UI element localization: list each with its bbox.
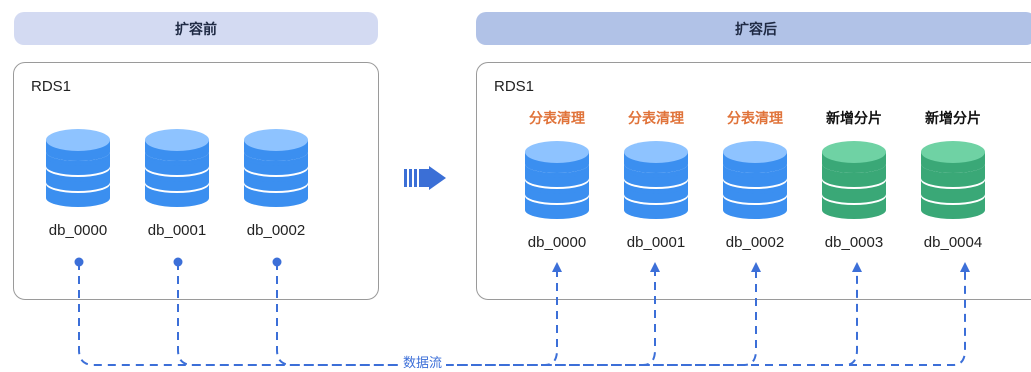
db-name: db_0002 bbox=[725, 234, 785, 251]
db-name: db_0002 bbox=[246, 222, 306, 239]
tag-table-cleanup: 分表清理 bbox=[628, 111, 684, 127]
flow-line-0 bbox=[78, 262, 558, 366]
db-name: db_0000 bbox=[48, 222, 108, 239]
db-after-4: db_0004 bbox=[913, 138, 993, 251]
database-icon bbox=[145, 129, 209, 207]
db-before-1: db_0001 bbox=[137, 126, 217, 239]
flow-arrowhead bbox=[852, 262, 862, 272]
transfer-arrow-icon bbox=[404, 166, 446, 190]
flow-source-dot bbox=[173, 257, 183, 267]
flow-line-2 bbox=[276, 262, 757, 366]
tag-new-shard: 新增分片 bbox=[925, 111, 981, 127]
flow-arrowhead bbox=[650, 262, 660, 272]
db-after-2: db_0002 bbox=[715, 138, 795, 251]
flow-source-dot bbox=[272, 257, 282, 267]
database-icon bbox=[525, 141, 589, 219]
database-icon bbox=[624, 141, 688, 219]
database-icon bbox=[723, 141, 787, 219]
database-icon bbox=[46, 129, 110, 207]
db-name: db_0001 bbox=[626, 234, 686, 251]
flow-arrowhead bbox=[751, 262, 761, 272]
db-name: db_0003 bbox=[824, 234, 884, 251]
flow-arrowhead bbox=[960, 262, 970, 272]
flow-source-dot bbox=[74, 257, 84, 267]
tag-table-cleanup: 分表清理 bbox=[727, 111, 783, 127]
db-after-0: db_0000 bbox=[517, 138, 597, 251]
database-icon bbox=[921, 141, 985, 219]
before-expansion-header: 扩容前 bbox=[14, 12, 378, 45]
database-icon bbox=[822, 141, 886, 219]
tag-table-cleanup: 分表清理 bbox=[529, 111, 585, 127]
flow-line-1 bbox=[177, 262, 656, 366]
db-name: db_0004 bbox=[923, 234, 983, 251]
db-before-2: db_0002 bbox=[236, 126, 316, 239]
after-expansion-header: 扩容后 bbox=[476, 12, 1031, 45]
db-after-3: db_0003 bbox=[814, 138, 894, 251]
rds-label: RDS1 bbox=[494, 78, 535, 95]
flow-line-4 bbox=[457, 270, 966, 366]
db-name: db_0000 bbox=[527, 234, 587, 251]
rds-label: RDS1 bbox=[31, 78, 72, 95]
db-before-0: db_0000 bbox=[38, 126, 118, 239]
tag-new-shard: 新增分片 bbox=[826, 111, 882, 127]
database-icon bbox=[244, 129, 308, 207]
flow-arrowhead bbox=[552, 262, 562, 272]
flow-line-3 bbox=[457, 270, 858, 366]
db-after-1: db_0001 bbox=[616, 138, 696, 251]
data-flow-label: 数据流 bbox=[399, 356, 447, 372]
db-name: db_0001 bbox=[147, 222, 207, 239]
